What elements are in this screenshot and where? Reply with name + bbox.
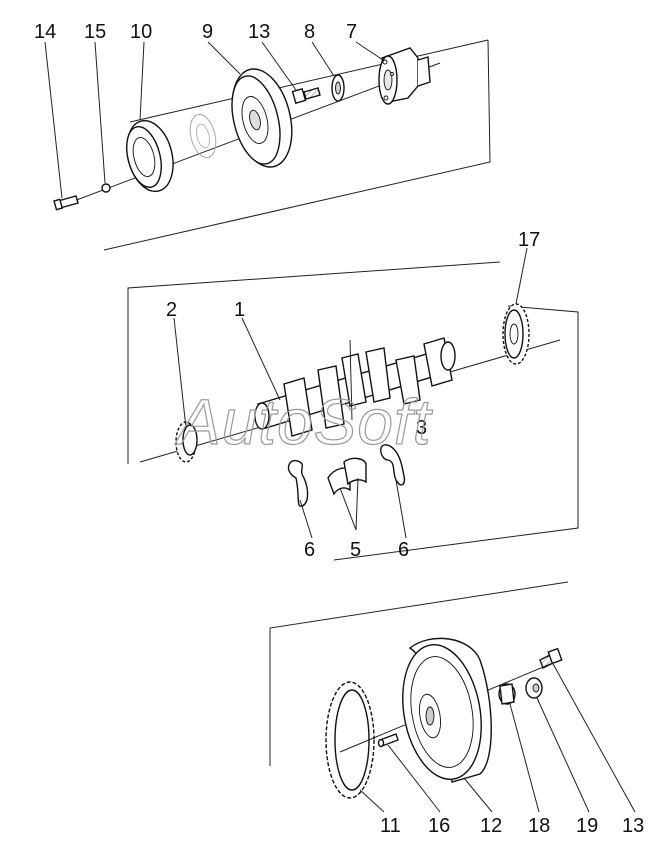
part-8-washer — [331, 74, 345, 102]
part-17-gear — [502, 303, 530, 365]
part-11-ring-gear — [325, 681, 375, 799]
part-5-bearing-halves — [327, 457, 367, 496]
part-6-thrust-ring-left — [287, 459, 309, 507]
part-7-flange — [378, 47, 431, 105]
part-14-bolt — [53, 195, 79, 211]
callout-9: 9 — [202, 21, 213, 43]
part-12-flywheel — [402, 637, 492, 783]
part-13-bolt — [291, 87, 321, 105]
callout-18: 18 — [528, 815, 550, 837]
part-gasket-outline — [189, 113, 217, 159]
callout-10: 10 — [130, 21, 152, 43]
callout-14: 14 — [34, 21, 56, 43]
part-16-pin — [377, 733, 399, 748]
part-19-bearing — [525, 677, 543, 699]
part-15-nut — [101, 183, 111, 193]
part-13-bolt-bottom — [539, 647, 563, 669]
callout-12: 12 — [480, 815, 502, 837]
callout-6-left: 6 — [304, 539, 315, 561]
callout-11: 11 — [380, 815, 401, 837]
part-1-camshaft — [254, 337, 456, 437]
callout-17: 17 — [518, 229, 540, 251]
part-9-pulley — [231, 68, 293, 168]
middle-assembly-panel: 17 2 1 3 6 5 6 — [127, 229, 579, 561]
callout-7: 7 — [346, 21, 357, 43]
callout-1: 1 — [234, 299, 245, 321]
watermark-text: AutoSoft — [174, 386, 433, 458]
part-18-bushing — [498, 683, 516, 705]
part-10-damper — [126, 119, 174, 193]
part-2-gear — [175, 421, 198, 463]
callout-15: 15 — [84, 21, 106, 43]
callout-2: 2 — [166, 299, 177, 321]
callout-3: 3 — [416, 417, 427, 439]
callout-13-top: 13 — [248, 21, 270, 43]
callout-6-right: 6 — [398, 539, 409, 561]
callout-5: 5 — [350, 539, 361, 561]
callout-16: 16 — [428, 815, 450, 837]
callout-13-bottom: 13 — [622, 815, 644, 837]
callout-8: 8 — [304, 21, 315, 43]
top-assembly-panel: 14 15 10 9 13 8 7 — [34, 21, 491, 251]
callout-19: 19 — [576, 815, 598, 837]
bottom-assembly-panel: 11 16 12 18 19 13 — [269, 581, 644, 837]
